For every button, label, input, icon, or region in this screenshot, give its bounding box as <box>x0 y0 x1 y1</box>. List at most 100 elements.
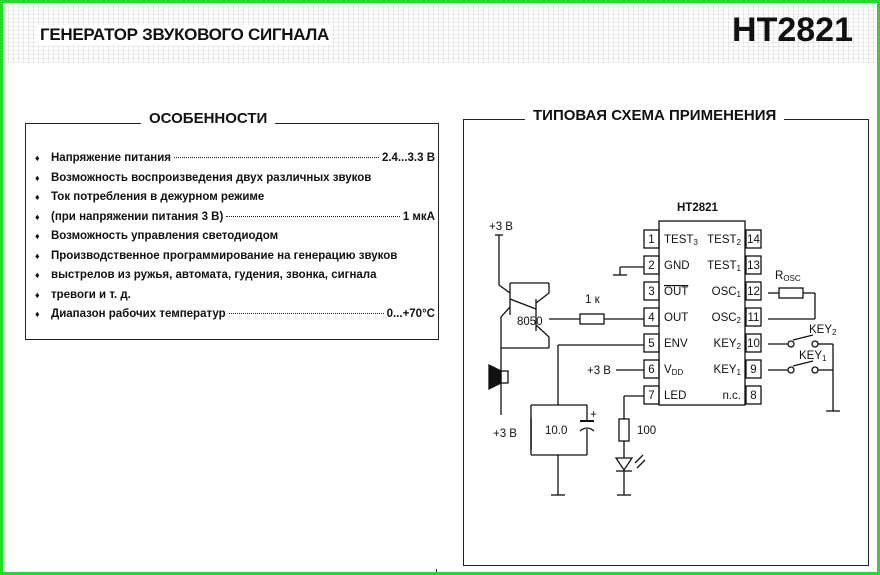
pin-number: 7 <box>648 390 654 402</box>
pin-label: KEY2 <box>714 338 742 351</box>
capacitor-icon <box>579 420 595 432</box>
feature-text: Диапазон рабочих температур <box>51 308 226 320</box>
pin-label: TEST3 <box>664 234 698 247</box>
pin-number: 5 <box>648 338 654 350</box>
feature-text: Производственное программирование на ген… <box>51 249 398 262</box>
resistor-icon <box>579 313 605 325</box>
pin-box <box>643 307 660 327</box>
pin-label: VDD <box>664 364 683 377</box>
pin-label: LED <box>664 390 686 402</box>
pin-box <box>745 281 762 301</box>
chip-pin: 10 KEY2 <box>714 333 762 353</box>
feature-item: Возможность управления светодиодом <box>35 227 435 247</box>
pin-number: 3 <box>648 286 654 298</box>
capacitor-label: 10.0 <box>545 425 567 437</box>
feature-item: Возможность воспроизведения двух различн… <box>35 169 435 189</box>
supply-label: +3 В <box>587 365 611 377</box>
key1-switch-icon <box>787 360 819 374</box>
speaker-icon <box>488 363 509 391</box>
chip-pin: 6 VDD <box>643 359 683 379</box>
pin-number: 1 <box>648 234 654 246</box>
feature-value: 0...+70°C <box>386 308 435 320</box>
features-title: ОСОБЕННОСТИ <box>141 110 276 127</box>
pin-label: TEST1 <box>707 260 741 273</box>
chip-pin: 8 n.c. <box>722 385 762 405</box>
feature-item-continuation: (при напряжении питания 3 В) 1 мкА <box>35 208 435 228</box>
chip-pin: 5 ENV <box>643 333 688 353</box>
pin-box <box>643 333 660 353</box>
pin-label: OSC1 <box>712 286 742 299</box>
feature-text: Возможность воспроизведения двух различн… <box>51 171 372 184</box>
resistor-icon <box>618 418 630 442</box>
resistor-icon <box>778 287 804 299</box>
pin-number: 10 <box>747 338 760 350</box>
pin-label: OUT <box>664 286 688 298</box>
feature-item: Напряжение питания 2.4...3.3 В <box>35 149 435 169</box>
feature-text: (при напряжении питания 3 В) <box>51 210 224 223</box>
pin-number: 2 <box>648 260 654 272</box>
rosc-label: ROSC <box>775 270 801 283</box>
pin-box <box>643 359 660 379</box>
pin-number: 9 <box>750 364 756 376</box>
feature-value: 1 мкА <box>402 210 435 223</box>
leader-dots <box>174 157 379 158</box>
led-icon <box>614 454 646 472</box>
pin-box <box>643 281 660 301</box>
transistor-label: 8050 <box>517 316 543 328</box>
feature-text: Возможность управления светодиодом <box>51 230 279 242</box>
chip-name: HT2821 <box>732 11 853 49</box>
key1-label: KEY1 <box>799 350 827 363</box>
pin-number: 8 <box>750 390 756 402</box>
schematic-title: ТИПОВАЯ СХЕМА ПРИМЕНЕНИЯ <box>525 107 785 124</box>
pin-box <box>643 229 660 249</box>
pin-label: KEY1 <box>714 364 742 377</box>
feature-item: Диапазон рабочих температур 0...+70°C <box>35 305 435 325</box>
pin-label: OUT <box>664 312 688 324</box>
pin-box <box>745 255 762 275</box>
pin-box <box>745 229 762 249</box>
resistor-label: 100 <box>637 425 656 437</box>
pin-number: 14 <box>747 234 760 246</box>
transistor-icon <box>498 282 550 338</box>
chip-pin: 14 TEST2 <box>707 229 762 249</box>
pin-box <box>643 385 660 405</box>
pin-box <box>745 333 762 353</box>
feature-item: Ток потребления в дежурном режиме <box>35 188 435 208</box>
pin-number: 6 <box>648 364 654 376</box>
feature-text: тревоги и т. д. <box>51 288 131 301</box>
chip-pin: 3 OUT <box>643 281 688 301</box>
chip-label: HT2821 <box>677 202 719 214</box>
chip-pin: 12 OSC1 <box>712 281 762 301</box>
pin-box <box>745 385 762 405</box>
key2-switch-icon <box>787 334 819 348</box>
capacitor-polarity-label: + <box>590 409 597 421</box>
feature-text: выстрелов из ружья, автомата, гудения, з… <box>51 269 377 281</box>
pin-label: TEST2 <box>707 234 741 247</box>
leader-dots <box>226 215 400 217</box>
pin-label: n.c. <box>722 390 741 402</box>
supply-label: +3 В <box>489 221 513 233</box>
feature-item: Производственное программирование на ген… <box>35 247 435 267</box>
chip-pin: 7 LED <box>643 385 686 405</box>
pin-box <box>643 255 660 275</box>
leader-dots <box>228 313 384 314</box>
pin-number: 4 <box>648 312 655 324</box>
key2-label: KEY2 <box>809 324 837 337</box>
pin-label: OSC2 <box>712 312 742 325</box>
chip-pin: 4 OUT <box>643 307 688 327</box>
features-list: Напряжение питания 2.4...3.3 В Возможнос… <box>35 149 435 325</box>
resistor-label: 1 к <box>585 294 601 306</box>
pin-number: 12 <box>747 286 760 298</box>
chip-pin: 13 TEST1 <box>707 255 762 275</box>
chip-pin: 1 TEST3 <box>643 229 698 249</box>
pin-box <box>745 359 762 379</box>
feature-value: 2.4...3.3 В <box>381 152 435 164</box>
pin-number: 13 <box>747 260 760 272</box>
pin-label: ENV <box>664 338 688 350</box>
